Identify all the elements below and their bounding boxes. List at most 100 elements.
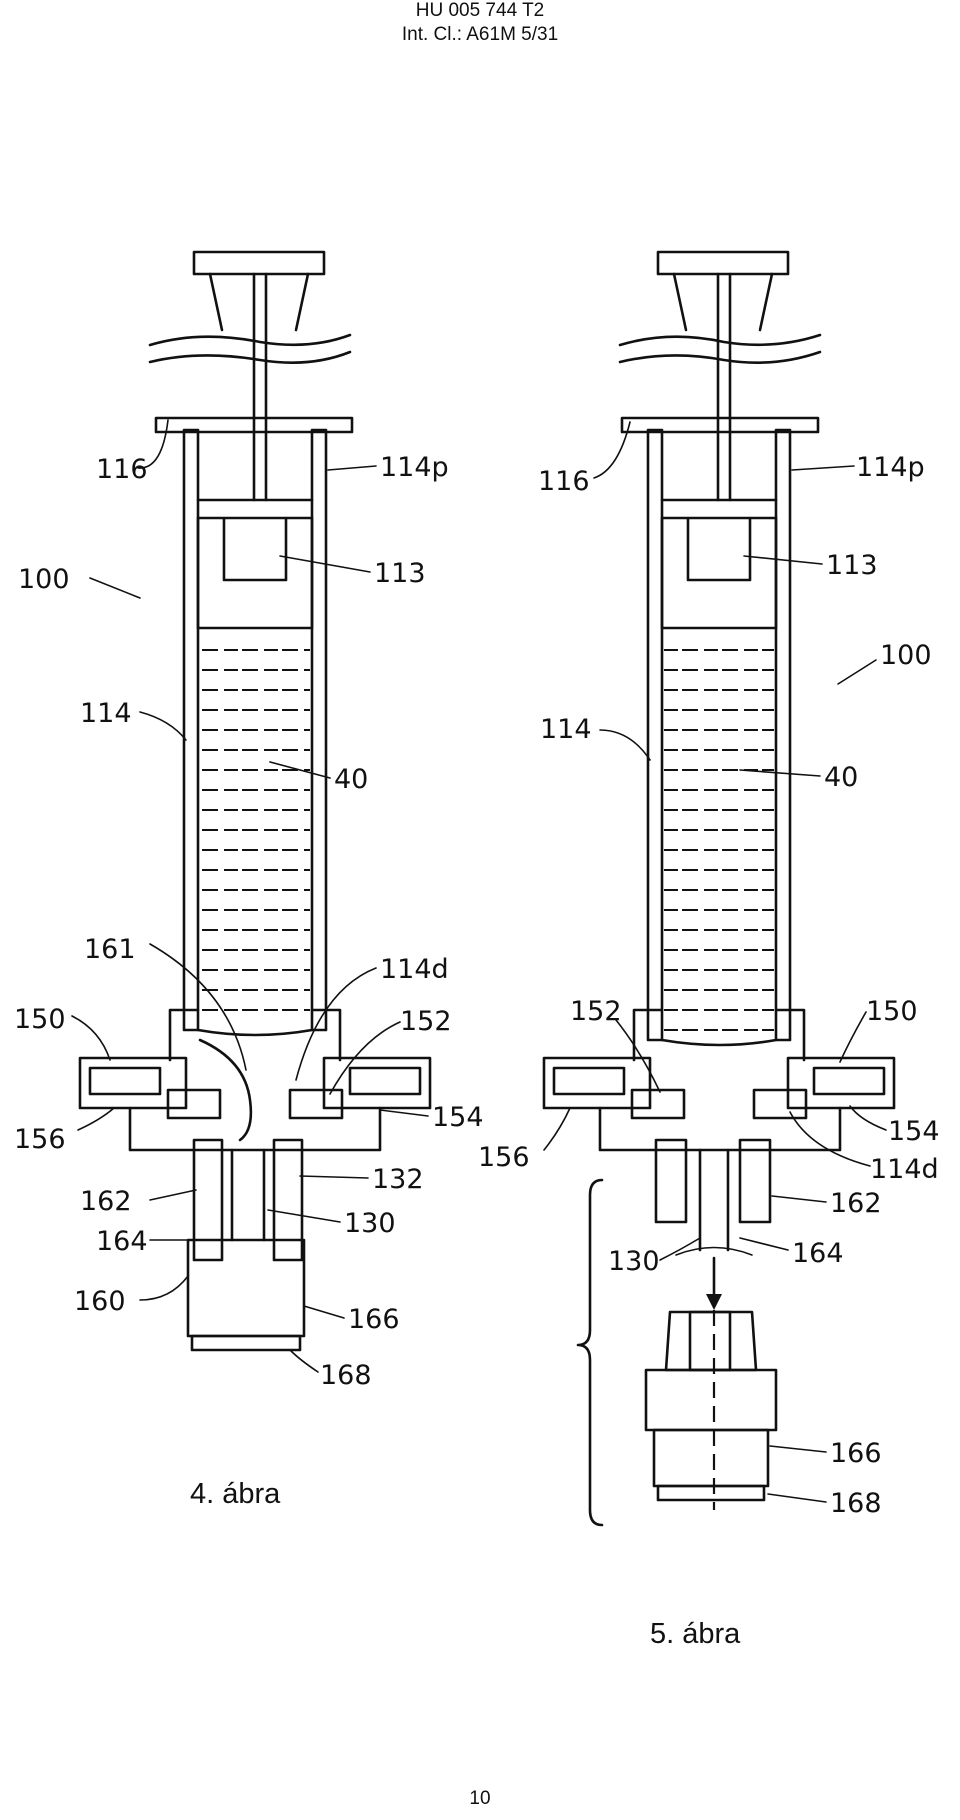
leader-116 [137,419,169,469]
wing-right [322,1056,432,1110]
stopper-113 [660,516,778,630]
detached-tip-bore [688,1310,732,1372]
plunger-neck [672,272,774,332]
plunger-neck [208,272,310,332]
ref-114p: 114p [380,452,449,483]
ref-40: 40 [334,764,368,795]
ref-162: 162 [80,1186,132,1217]
seal-168 [656,1484,766,1502]
page-number: 10 [469,1788,491,1809]
leader-166 [303,1305,345,1319]
leader-162 [771,1195,827,1203]
leader-168 [289,1349,319,1373]
luer-collar-right [738,1138,772,1224]
leader-156 [543,1107,571,1151]
ref-116: 116 [538,466,590,497]
leader-40 [269,761,331,779]
leader-100 [89,577,141,599]
ref-113: 113 [826,550,878,581]
leader-114 [599,729,651,761]
ref-132: 132 [372,1164,424,1195]
tip-cap-166 [186,1238,306,1338]
ref-40: 40 [824,762,858,793]
leader-100 [837,659,877,685]
wing-right [786,1056,896,1110]
ref-168: 168 [320,1360,372,1391]
leader-152 [615,1019,661,1093]
ref-156: 156 [14,1124,66,1155]
leader-154 [379,1109,429,1117]
ref-150: 150 [14,1004,66,1035]
ref-114: 114 [80,698,132,729]
ref-162: 162 [830,1188,882,1219]
luer-collar-right [272,1138,304,1262]
break-line-bottom [148,350,352,364]
ref-114: 114 [540,714,592,745]
brace [576,1178,604,1527]
figure-5-syringe: 116 114p 113 100 114 40 152 150 156 154 … [478,250,940,1527]
ref-156: 156 [478,1142,530,1173]
ref-130: 130 [608,1246,660,1277]
ref-152: 152 [570,996,622,1027]
figure-4-caption: 4. ábra [190,1478,281,1510]
ref-113: 113 [374,558,426,589]
liquid-40 [200,632,310,1028]
leader-114d [789,1111,871,1167]
ref-164: 164 [792,1238,844,1269]
lock-tab-left [630,1088,686,1120]
removal-arrow-head [706,1294,722,1310]
leader-161 [149,943,247,1071]
barrel-wall-right [774,428,792,1042]
break-line-top [148,333,352,347]
leader-130 [267,1209,341,1223]
leader-168 [767,1493,827,1503]
plunger-rod [252,272,268,502]
collar-base [598,1106,842,1152]
break-line-bottom [618,350,822,364]
leader-154 [849,1105,887,1131]
ref-160: 160 [74,1286,126,1317]
lock-tab-right [288,1088,344,1120]
wing-right-slot [348,1066,422,1096]
ref-100: 100 [18,564,70,595]
membrane-161 [198,1038,253,1142]
leader-160 [139,1275,189,1301]
luer-collar-left [192,1138,224,1262]
wing-left [78,1056,188,1110]
ref-114d: 114d [380,954,449,985]
ref-164: 164 [96,1226,148,1257]
wing-left [542,1056,652,1110]
leader-152 [329,1021,401,1095]
leader-150 [71,1015,111,1061]
tip-130 [698,1148,730,1252]
ref-116: 116 [96,454,148,485]
collar-base [128,1106,382,1152]
leader-166 [769,1445,827,1453]
tip-130 [230,1148,266,1242]
ref-114p: 114p [856,452,925,483]
barrel-wall-left [182,428,200,1032]
plunger-rod [716,272,732,502]
luer-collar-left [654,1138,688,1224]
detached-tip-sleeve [664,1310,758,1372]
ref-161: 161 [84,934,136,965]
ref-150: 150 [866,996,918,1027]
liquid-40 [664,632,774,1036]
tip-cap-166 [652,1428,770,1488]
leader-130 [659,1237,701,1261]
classification: Int. Cl.: A61M 5/31 [401,24,559,45]
figure-4-syringe: 100 116 114p 113 114 40 161 114d 152 150… [14,250,484,1391]
wing-left-slot [88,1066,162,1096]
ref-154: 154 [432,1102,484,1133]
ref-166: 166 [830,1438,882,1469]
barrel-wall-right [310,428,328,1032]
collar-150 [632,1008,806,1062]
ref-130: 130 [344,1208,396,1239]
finger-flange [154,416,354,434]
leader-162 [149,1189,197,1201]
figure-5-caption: 5. ábra [650,1618,741,1650]
meniscus [660,1038,778,1047]
ref-154: 154 [888,1116,940,1147]
leader-113 [279,555,371,573]
ref-166: 166 [348,1304,400,1335]
